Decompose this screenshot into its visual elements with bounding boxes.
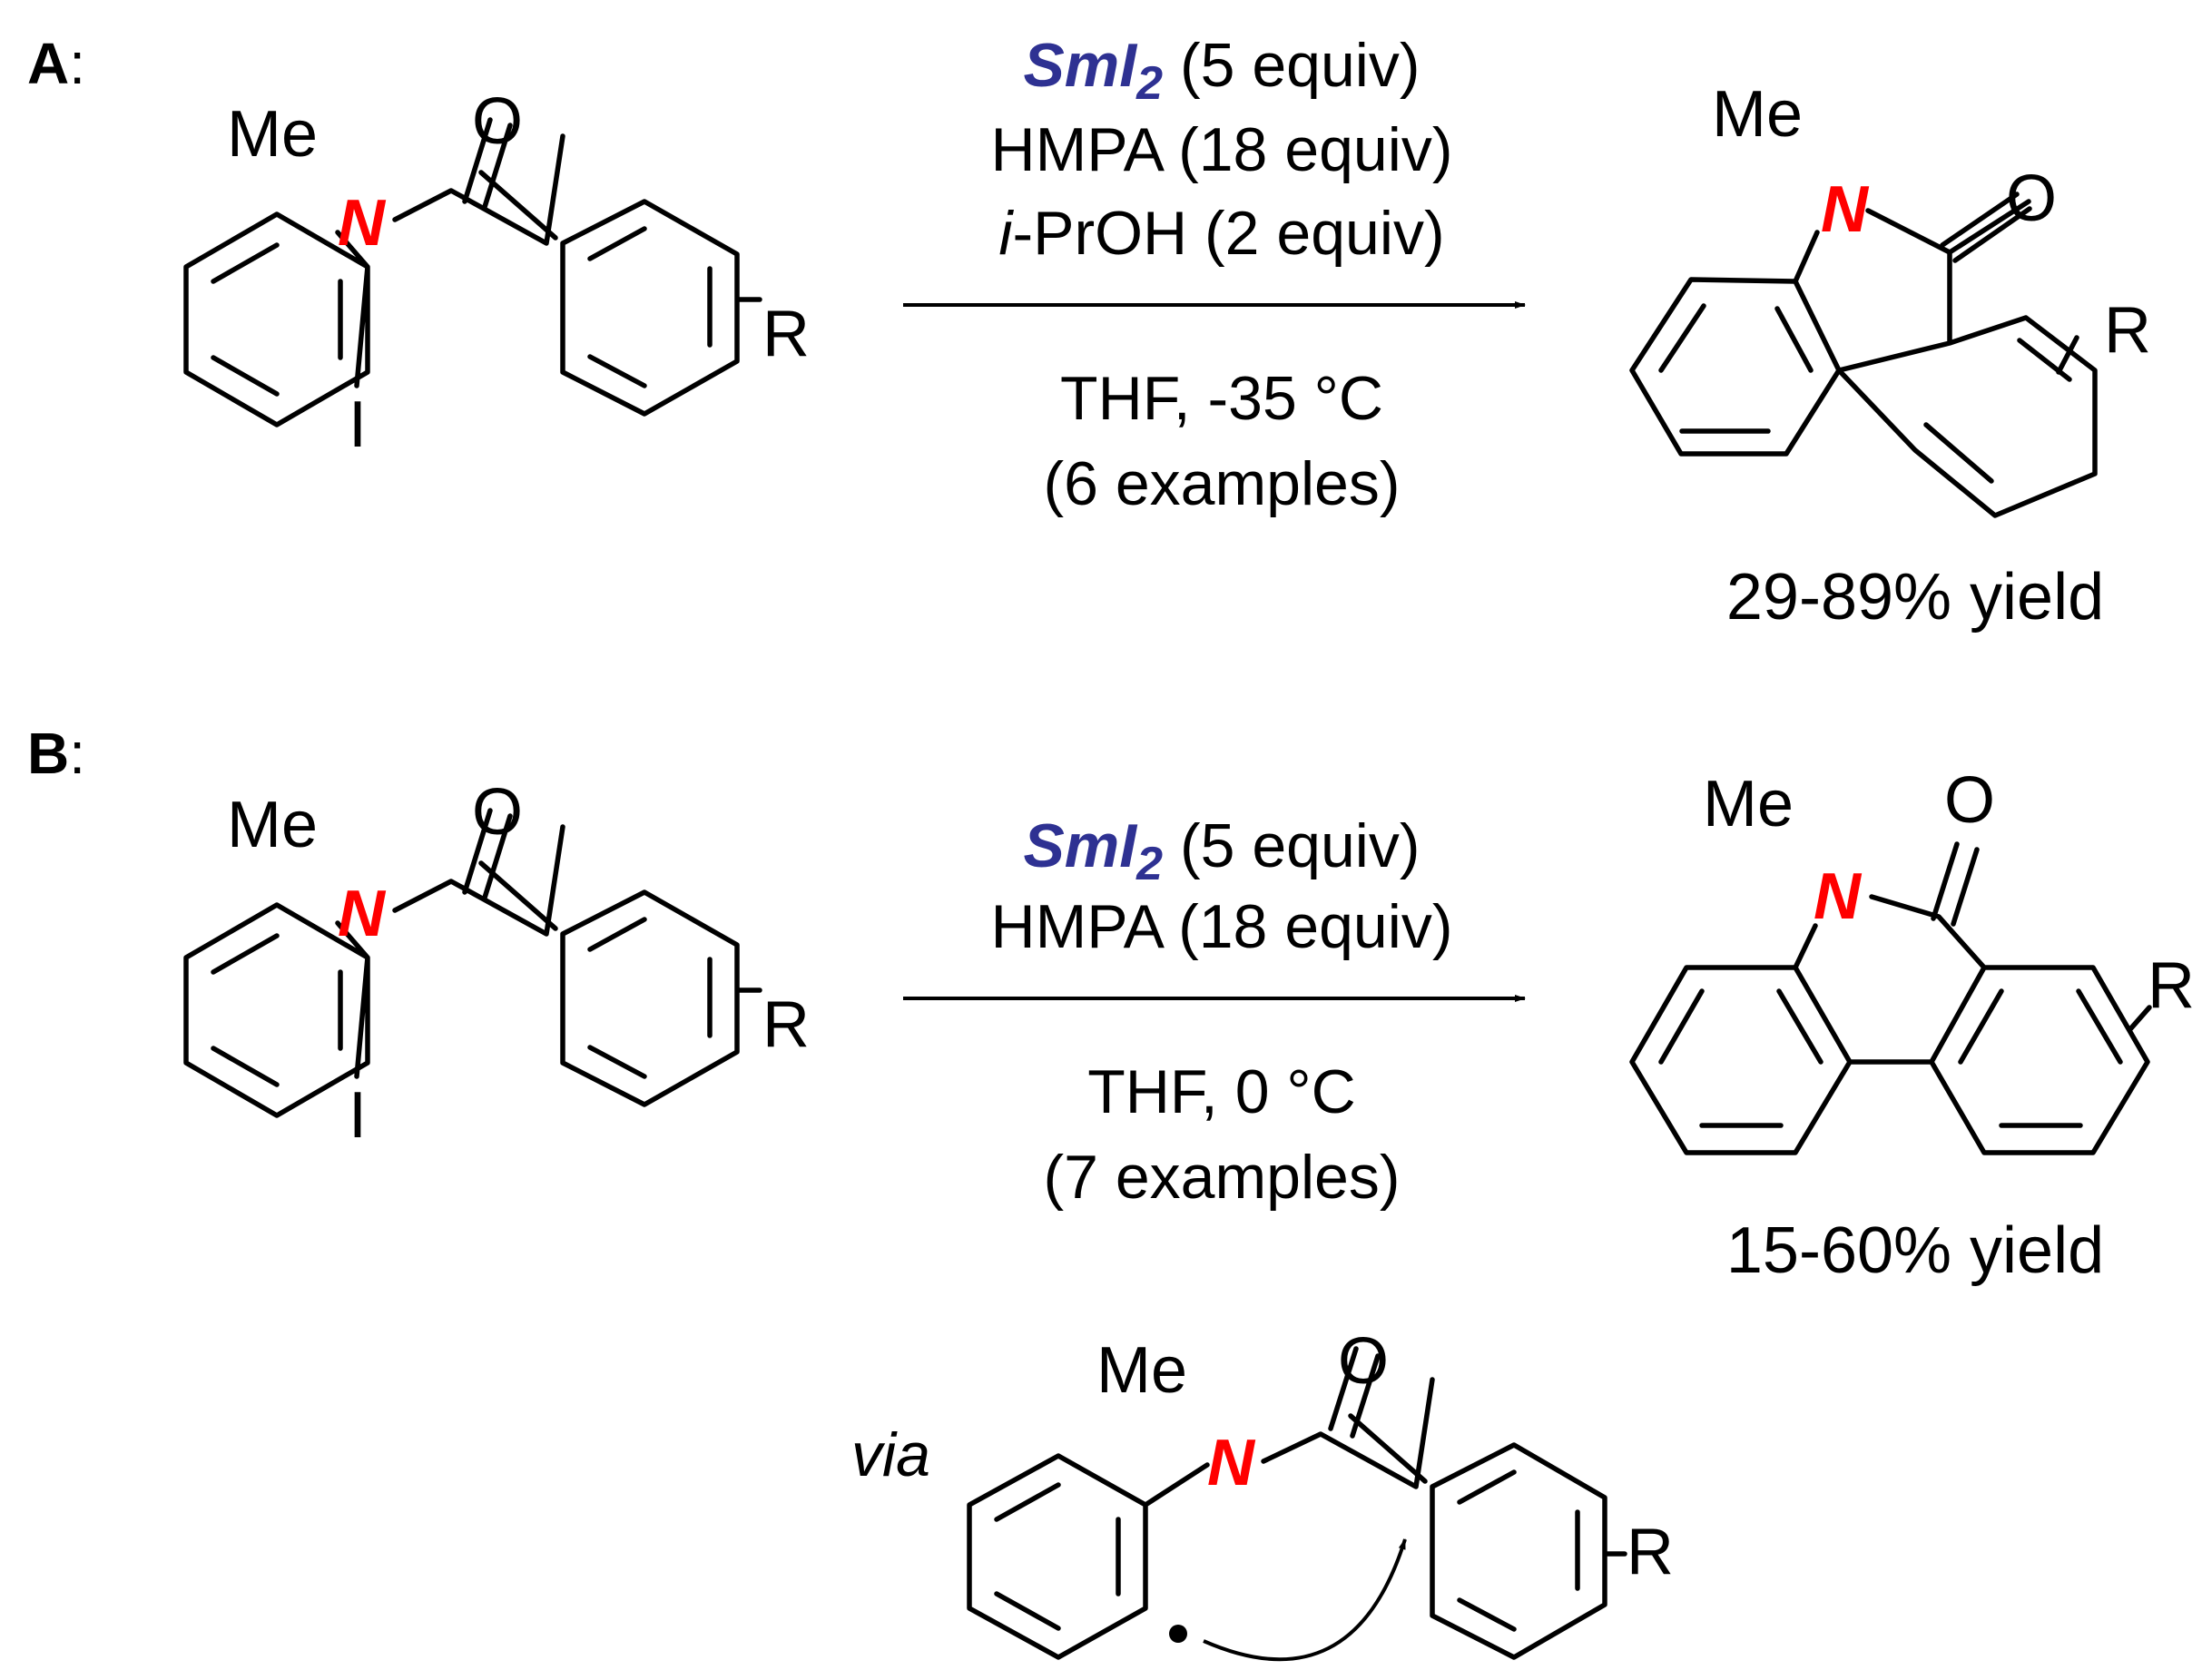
intermediate-nitrogen-label: N: [1207, 1427, 1256, 1499]
examples-count-line: (7 examples): [1043, 1143, 1400, 1212]
cyclization-curved-arrow: [1203, 1538, 1407, 1662]
panel-b-conditions: SmI2 (5 equiv) HMPA (18 equiv) THF, 0 °C…: [903, 811, 1526, 1212]
product-methyl-label: Me: [1703, 768, 1794, 840]
intermediate-r-label: R: [1627, 1516, 1674, 1588]
via-label: via: [851, 1420, 930, 1489]
methyl-label: Me: [227, 98, 318, 171]
panel-a-conditions: SmI2 (5 equiv) HMPA (18 equiv) i-PrOH (2…: [903, 31, 1526, 518]
starting-material-bonds: [183, 117, 762, 427]
oxygen-label: O: [472, 85, 523, 158]
intermediate-oxygen-label: O: [1338, 1325, 1389, 1398]
oxygen-label: O: [472, 776, 523, 849]
panel-a-product: Me N O R 29-89% yield: [1629, 78, 2151, 634]
reagent-line: SmI2 (5 equiv): [1023, 811, 1420, 890]
additive-line: HMPA (18 equiv): [991, 892, 1453, 961]
product-nitrogen-label: N: [1814, 860, 1863, 933]
proton-source-line: i-PrOH (2 equiv): [998, 199, 1444, 268]
panel-a-label: A:: [27, 31, 85, 96]
nitrogen-label: N: [338, 187, 387, 260]
panel-a-starting-material: Me N O I R: [183, 85, 810, 461]
r-substituent-label: R: [762, 298, 810, 370]
examples-count-line: (6 examples): [1043, 449, 1400, 518]
panel-a-yield: 29-89% yield: [1726, 561, 2104, 634]
nitrogen-label: N: [338, 878, 387, 950]
product-oxygen-label: O: [1944, 764, 1995, 837]
methyl-label: Me: [227, 789, 318, 861]
panel-a: A: Me N O I R SmI2 (5 equiv) HMPA (18 eq…: [27, 31, 2151, 634]
radical-dot: [1169, 1625, 1187, 1643]
product-bonds: [1629, 192, 2098, 518]
radical-intermediate: via Me N O R: [851, 1325, 1674, 1662]
panel-b-label: B:: [27, 721, 85, 786]
intermediate-methyl-label: Me: [1096, 1334, 1187, 1407]
panel-b: B: Me N O I R SmI2 (5 equiv) HMPA (18 eq…: [27, 721, 2195, 1287]
solvent-temperature-line: THF, -35 °C: [1060, 364, 1383, 433]
panel-b-product: Me N O R 15-60% yield: [1629, 764, 2195, 1287]
reagent-line: SmI2 (5 equiv): [1023, 31, 1420, 110]
starting-material-bonds: [183, 808, 762, 1118]
intermediate-bonds: [967, 1346, 1627, 1660]
product-r-label: R: [2104, 294, 2151, 367]
product-oxygen-label: O: [2006, 162, 2057, 235]
additive-line: HMPA (18 equiv): [991, 115, 1453, 184]
product-nitrogen-label: N: [1821, 173, 1870, 246]
iodine-label: I: [349, 388, 367, 461]
panel-b-yield: 15-60% yield: [1726, 1214, 2104, 1287]
product-methyl-label: Me: [1712, 78, 1803, 151]
solvent-temperature-line: THF, 0 °C: [1087, 1057, 1355, 1126]
product-r-label: R: [2148, 949, 2195, 1022]
product-bonds: [1629, 841, 2152, 1155]
panel-b-starting-material: Me N O I R: [183, 776, 810, 1152]
r-substituent-label: R: [762, 988, 810, 1061]
iodine-label: I: [349, 1079, 367, 1152]
